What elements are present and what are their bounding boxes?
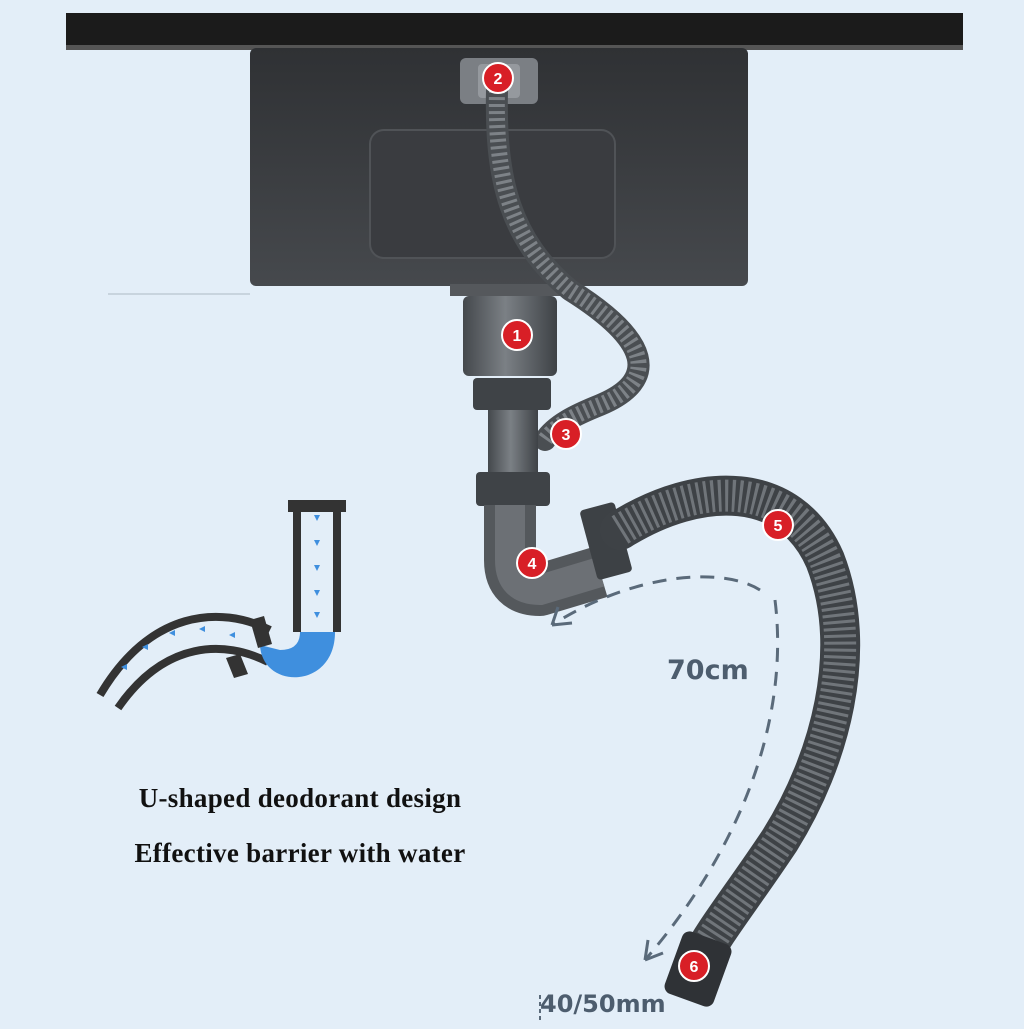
length-arrow-lower — [643, 599, 780, 961]
callout-5: 5 — [762, 509, 794, 541]
callout-6: 6 — [678, 950, 710, 982]
drain-hose — [600, 475, 861, 980]
svg-text:4: 4 — [528, 556, 537, 573]
tailpiece — [488, 410, 538, 480]
hose-length-label: 70cm — [667, 655, 749, 686]
callout-3: 3 — [550, 418, 582, 450]
u-trap-inset — [96, 500, 346, 711]
countertop-edge — [66, 45, 963, 50]
svg-text:6: 6 — [690, 959, 699, 976]
svg-text:3: 3 — [562, 427, 571, 444]
caption-deodorant: U-shaped deodorant design — [138, 783, 462, 813]
slip-nut-upper — [473, 378, 551, 410]
drain-flange — [450, 284, 560, 296]
countertop — [66, 13, 963, 49]
svg-text:1: 1 — [513, 328, 522, 345]
callout-1: 1 — [501, 319, 533, 351]
diameter-label: 40/50mm — [540, 990, 666, 1018]
caption-water-barrier: Effective barrier with water — [134, 838, 466, 868]
callout-4: 4 — [516, 547, 548, 579]
slip-nut-lower — [476, 472, 550, 506]
svg-text:2: 2 — [494, 71, 503, 88]
svg-text:5: 5 — [774, 518, 783, 535]
callout-2: 2 — [482, 62, 514, 94]
